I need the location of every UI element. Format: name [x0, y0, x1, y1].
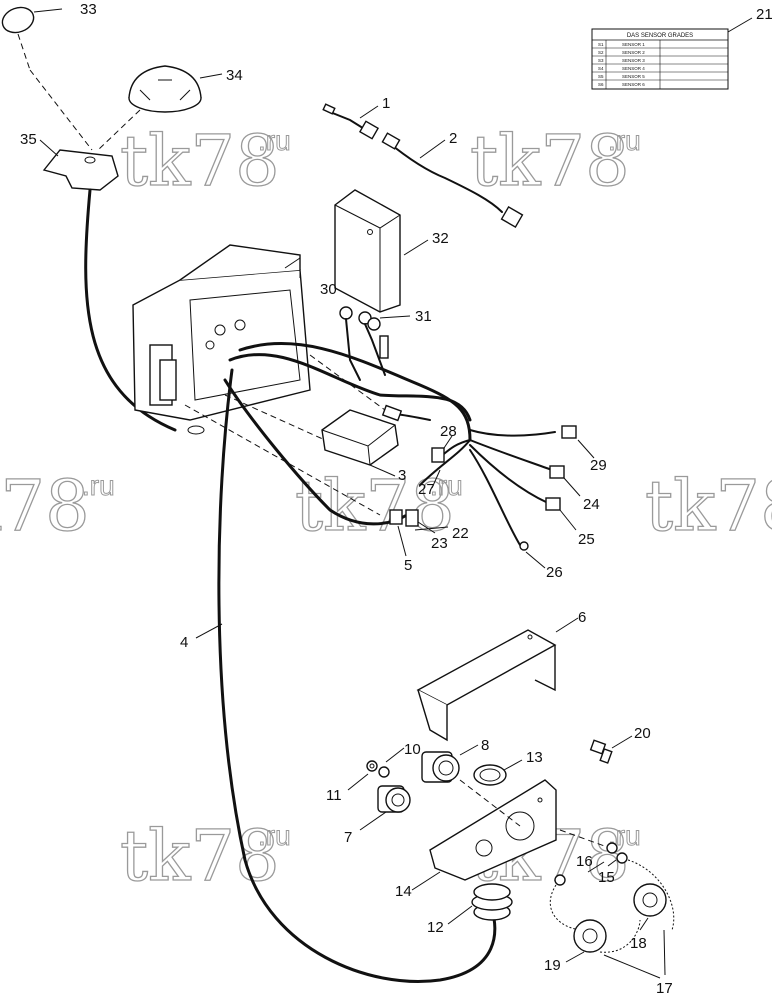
callout-25: 25	[578, 531, 595, 548]
sensor-grades-table: DAS SENSOR GRADES S1 SENSOR 1 S2 SENSOR …	[591, 17, 753, 90]
part-6-bracket	[416, 617, 579, 742]
callout-31: 31	[415, 308, 432, 325]
main-display-box	[132, 244, 311, 435]
caps-with-chains	[549, 842, 675, 979]
callout-30: 30	[320, 281, 337, 298]
sensor-code: S1	[598, 42, 604, 47]
watermark-suffix: .ru	[430, 470, 463, 501]
callout-19: 19	[544, 957, 561, 974]
watermark-suffix: .ru	[258, 125, 291, 156]
part-12-grommet	[447, 883, 513, 925]
part-34-antenna	[97, 65, 223, 151]
sensor-code: S6	[598, 82, 604, 87]
callout-29: 29	[590, 457, 607, 474]
sensor-code: S5	[598, 74, 604, 79]
callout-23: 23	[431, 535, 448, 552]
part-3-controller	[224, 394, 399, 477]
part-14-panel	[411, 779, 611, 891]
callout-7: 7	[344, 829, 352, 846]
sensor-label: SENSOR 3	[622, 58, 645, 63]
sensor-table-title: DAS SENSOR GRADES	[627, 33, 693, 39]
callout-32: 32	[432, 230, 449, 247]
watermark-text: tk78	[0, 465, 90, 547]
watermark-suffix: .ru	[82, 470, 115, 501]
callout-26: 26	[546, 564, 563, 581]
callout-27: 27	[418, 481, 435, 498]
callout-2: 2	[449, 130, 457, 147]
callout-18: 18	[630, 935, 647, 952]
part-20-plug	[589, 735, 633, 764]
callout-5: 5	[404, 557, 412, 574]
sensor-label: SENSOR 6	[622, 82, 645, 87]
sensor-code: S3	[598, 58, 604, 63]
callout-4: 4	[180, 634, 188, 651]
sensor-code: S2	[598, 50, 604, 55]
watermark-suffix: .ru	[258, 820, 291, 851]
sensor-label: SENSOR 4	[622, 66, 645, 71]
callout-13: 13	[526, 749, 543, 766]
watermark-text: tk78	[645, 465, 772, 547]
part-35-bracket	[39, 139, 119, 191]
callout-22: 22	[452, 525, 469, 542]
receptacles-7-8	[347, 744, 523, 831]
callout-20: 20	[634, 725, 651, 742]
callout-15: 15	[598, 869, 615, 886]
callout-17: 17	[656, 980, 673, 997]
callout-21: 21	[756, 6, 772, 23]
callout-6: 6	[578, 609, 586, 626]
callout-10: 10	[404, 741, 421, 758]
callout-33: 33	[80, 1, 97, 18]
watermark-suffix: .ru	[608, 125, 641, 156]
callout-34: 34	[226, 67, 243, 84]
callout-16: 16	[576, 853, 593, 870]
connectors-30-31	[339, 306, 411, 381]
sensor-label: SENSOR 2	[622, 50, 645, 55]
sensor-label: SENSOR 5	[622, 74, 645, 79]
part-1-2-harness	[322, 103, 524, 229]
callout-1: 1	[382, 95, 390, 112]
watermark-text: tk78	[120, 120, 280, 202]
callout-12: 12	[427, 919, 444, 936]
callout-24: 24	[583, 496, 600, 513]
watermark-text: tk78	[470, 120, 630, 202]
sensor-label: SENSOR 1	[622, 42, 645, 47]
callout-labels: 33 34 35 21 1 2 32 30 31 28 3 27 29 24 2…	[20, 1, 772, 997]
callout-14: 14	[395, 883, 412, 900]
sensor-code: S4	[598, 66, 604, 71]
part-32-module	[334, 189, 429, 313]
callout-11: 11	[326, 787, 342, 804]
callout-8: 8	[481, 737, 489, 754]
part-33-cap	[1, 6, 93, 151]
callout-28: 28	[440, 423, 457, 440]
callout-35: 35	[20, 131, 37, 148]
callout-3: 3	[398, 467, 406, 484]
harness-connectors	[381, 404, 595, 569]
